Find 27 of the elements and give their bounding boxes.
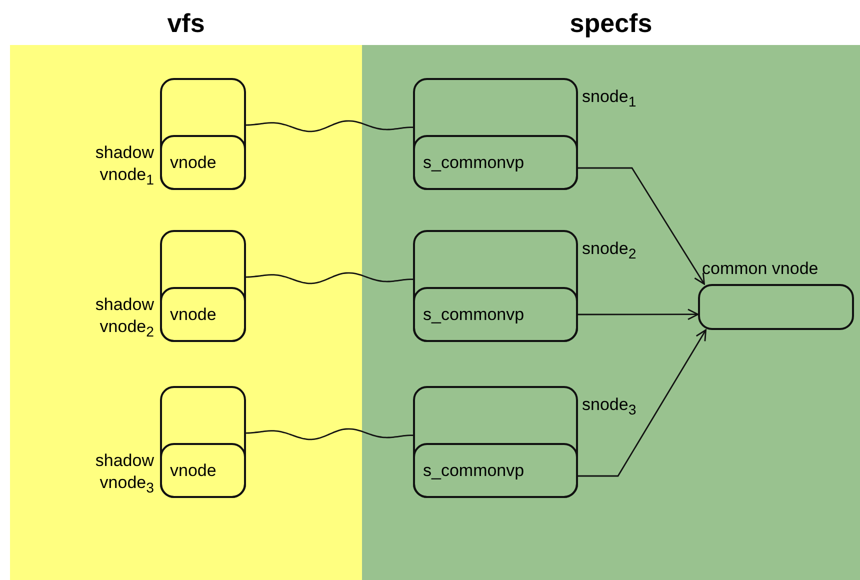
region-heading: vfs (166, 8, 206, 38)
field-box (413, 135, 578, 190)
field-label: vnode (170, 152, 216, 172)
node-caption: shadow vnode$_{3}$ (94, 450, 154, 498)
arrow (578, 308, 699, 320)
arrow (578, 167, 705, 285)
node-caption: snode$_{1}$ (582, 86, 636, 112)
field-box (413, 443, 578, 498)
field-label: s_commonvp (423, 460, 524, 480)
field-box (160, 287, 246, 342)
node-caption: shadow vnode$_{1}$ (94, 142, 154, 190)
box-heading: common vnode (702, 259, 818, 279)
field-box (160, 443, 246, 498)
field-box (160, 135, 246, 190)
wavy-link (246, 120, 414, 132)
field-label: vnode (170, 304, 216, 324)
wavy-link (246, 272, 414, 284)
arrow (578, 329, 706, 477)
node-caption: snode$_{2}$ (582, 238, 636, 264)
node-caption: snode$_{3}$ (582, 394, 636, 420)
node-caption: shadow vnode$_{2}$ (94, 294, 154, 342)
field-label: s_commonvp (423, 152, 524, 172)
wavy-link (246, 428, 414, 440)
field-label: vnode (170, 460, 216, 480)
region-heading: specfs (568, 8, 654, 38)
field-label: s_commonvp (423, 304, 524, 324)
field-box (413, 287, 578, 342)
